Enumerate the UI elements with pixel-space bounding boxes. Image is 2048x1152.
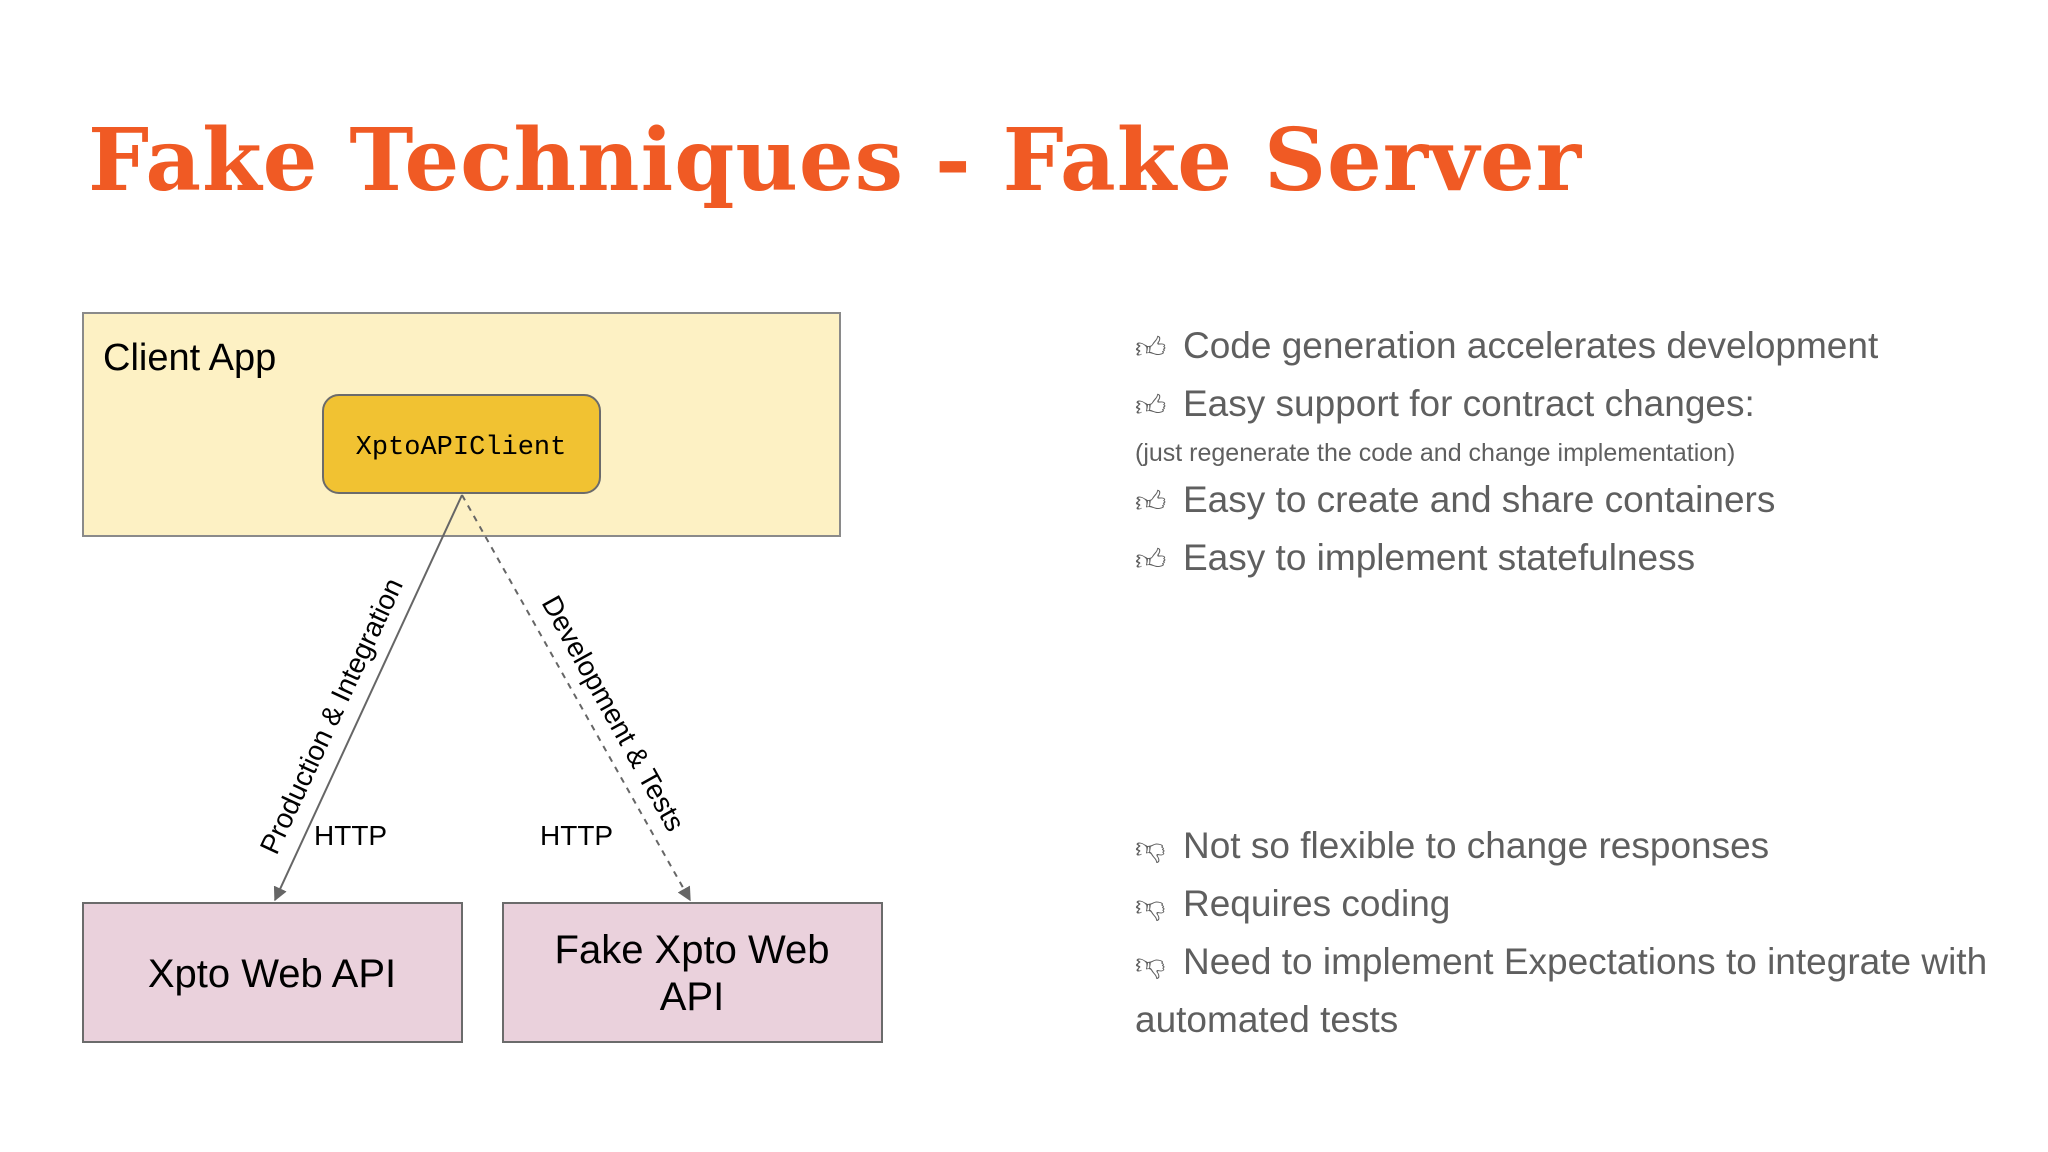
- pros-note: (just regenerate the code and change imp…: [1135, 439, 1736, 467]
- pros-item-text: Easy to create and share containers: [1183, 479, 1776, 520]
- production-edge-label: Production & Integration: [254, 573, 409, 858]
- thumbs-down-icon: 👎︎: [1135, 948, 1166, 981]
- cons-list: 👎︎ Not so flexible to change responses 👎︎…: [1135, 818, 2015, 1047]
- architecture-diagram: Client App XptoAPIClient Production & In…: [82, 312, 883, 1043]
- http-right-label: HTTP: [540, 820, 613, 851]
- cons-item: 👎︎ Requires coding: [1135, 876, 2015, 934]
- fake-api-box: [502, 902, 883, 1043]
- thumbs-up-icon: 👍︎: [1135, 544, 1167, 577]
- pros-item: 👍︎ Code generation accelerates developmen…: [1135, 318, 2015, 376]
- thumbs-down-icon: 👎︎: [1135, 832, 1166, 865]
- thumbs-down-icon: 👎︎: [1135, 890, 1166, 923]
- real-api-label: Xpto Web API: [148, 952, 396, 996]
- pros-list: 👍︎ Code generation accelerates developmen…: [1135, 318, 2015, 588]
- pros-item: 👍︎ Easy to implement statefulness: [1135, 530, 2015, 588]
- cons-item-text: Need to implement Expectations to integr…: [1135, 941, 1988, 1040]
- pros-item: 👍︎ Easy support for contract changes:: [1135, 376, 2015, 434]
- pros-item-text: Easy support for contract changes:: [1183, 383, 1755, 424]
- pros-item: 👍︎ Easy to create and share containers: [1135, 472, 2015, 530]
- pros-item-text: Code generation accelerates development: [1183, 325, 1879, 366]
- real-api-box: [82, 902, 463, 1043]
- thumbs-up-icon: 👍︎: [1135, 486, 1167, 519]
- thumbs-up-icon: 👍︎: [1135, 332, 1167, 365]
- cons-item-text: Requires coding: [1183, 883, 1451, 924]
- cons-item-text: Not so flexible to change responses: [1183, 825, 1770, 866]
- production-edge: [273, 494, 463, 902]
- thumbs-up-icon: 👍︎: [1135, 390, 1167, 423]
- cons-item: 👎︎ Not so flexible to change responses: [1135, 818, 2015, 876]
- pros-item-text: Easy to implement statefulness: [1183, 537, 1696, 578]
- slide-title: Fake Techniques - Fake Server: [88, 110, 1583, 211]
- fake-api-label-line1: Fake Xpto Web: [555, 928, 830, 972]
- api-client-label: XptoAPIClient: [356, 433, 567, 463]
- api-client-box: [322, 394, 601, 494]
- client-app-label: Client App: [103, 337, 276, 379]
- fake-api-label-line2: API: [660, 975, 724, 1019]
- development-edge: [461, 494, 691, 902]
- cons-item: 👎︎Need to implement Expectations to inte…: [1135, 934, 2015, 1047]
- development-edge-label: Development & Tests: [536, 590, 691, 836]
- http-left-label: HTTP: [314, 820, 387, 851]
